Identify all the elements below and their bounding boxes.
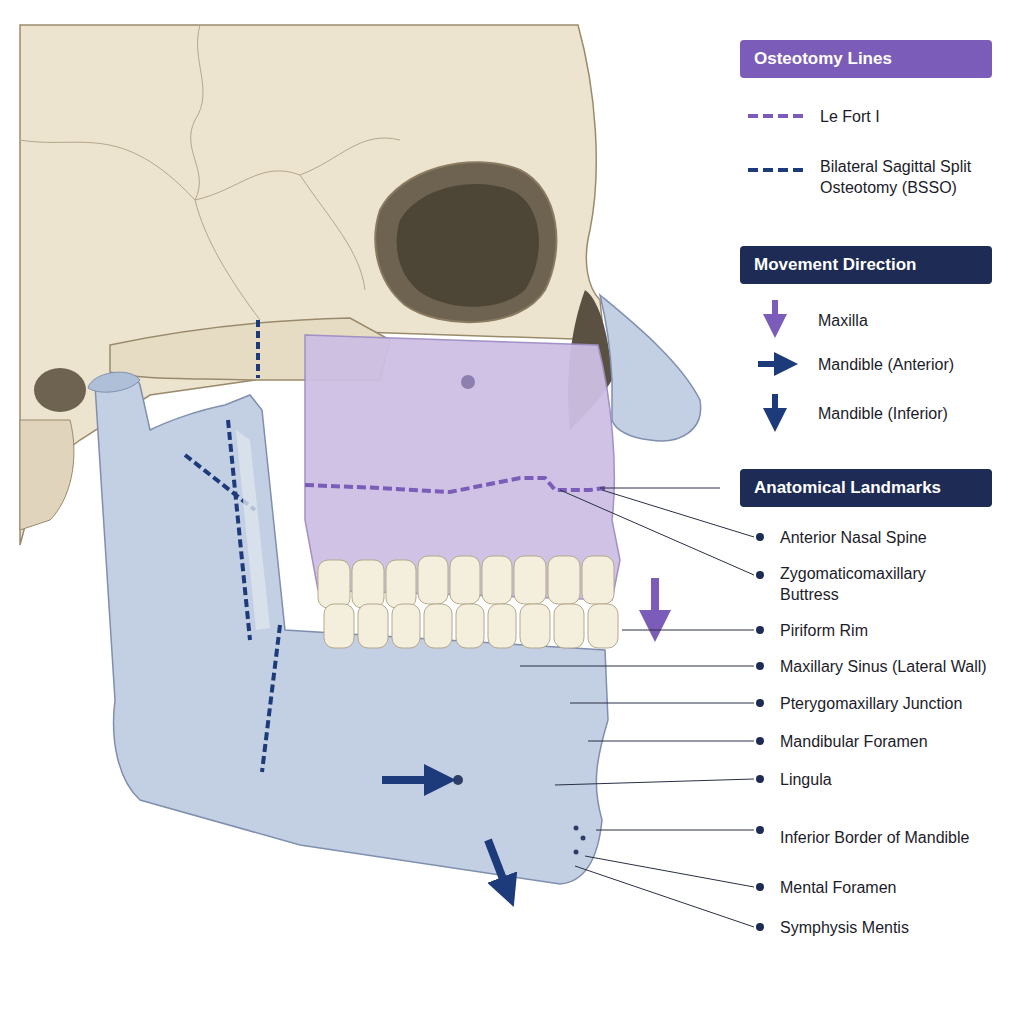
header-text: Anatomical Landmarks — [740, 478, 955, 498]
foramen-dot — [574, 850, 579, 855]
lower-tooth — [358, 604, 388, 648]
lower-tooth — [324, 604, 354, 648]
nose — [600, 295, 701, 441]
upper-tooth — [386, 560, 416, 608]
landmark-label: Symphysis Mentis — [780, 917, 1018, 938]
foramen-dot — [574, 826, 579, 831]
legend-header: Anatomical Landmarks — [740, 469, 992, 507]
landmark-label: Maxillary Sinus (Lateral Wall) — [780, 656, 1018, 677]
landmark-label: Lingula — [780, 769, 1018, 790]
lower-tooth — [554, 604, 584, 648]
landmark-label: Pterygomaxillary Junction — [780, 693, 1018, 714]
mandible-anterior-arrow — [382, 776, 440, 784]
legend-sample-inferior-arrow — [772, 394, 778, 420]
lower-tooth — [488, 604, 516, 648]
upper-tooth — [582, 556, 614, 604]
legend-header: Osteotomy Lines — [740, 40, 992, 78]
lower-tooth — [520, 604, 550, 648]
lower-tooth — [588, 604, 618, 648]
split-surface — [236, 430, 270, 630]
lower-tooth — [456, 604, 484, 648]
legend-text: Bilateral Sagittal Split Osteotomy (BSSO… — [820, 156, 1010, 198]
zygomatic-osteotomy — [256, 320, 260, 378]
header-text: Movement Direction — [740, 255, 930, 275]
ear-canal — [34, 368, 86, 412]
landmark-label: Zygomaticomaxillary Buttress — [780, 563, 980, 605]
upper-tooth — [450, 556, 480, 604]
landmark-dots — [756, 533, 764, 931]
leader-lines — [520, 488, 754, 927]
teeth — [318, 556, 618, 648]
landmark-label: Anterior Nasal Spine — [780, 527, 1018, 548]
orbit — [375, 162, 556, 322]
landmark-label: Mandibular Foramen — [780, 731, 1018, 752]
legend-sample-maxilla-arrow — [772, 300, 778, 326]
legend-text: Le Fort I — [820, 106, 1010, 127]
infraorbital-foramen — [461, 375, 475, 389]
orbit-inner — [397, 184, 539, 307]
upper-tooth — [318, 560, 350, 608]
mandible — [95, 374, 608, 884]
header-text: Osteotomy Lines — [740, 49, 906, 69]
legend-sample-le-fort — [748, 114, 806, 118]
lower-tooth — [424, 604, 452, 648]
landmark-label: Inferior Border of Mandible — [780, 827, 980, 848]
lower-tooth — [392, 604, 420, 648]
le-fort-line — [305, 478, 605, 492]
suture — [20, 25, 400, 320]
condyle — [88, 372, 140, 392]
upper-tooth — [352, 560, 384, 608]
upper-tooth — [482, 556, 512, 604]
upper-tooth — [514, 556, 546, 604]
upper-tooth — [418, 556, 448, 604]
foramen-dot — [581, 836, 586, 841]
landmark-label: Piriform Rim — [780, 620, 1018, 641]
mandibular-foramen — [453, 775, 463, 785]
legend-text: Mandible (Inferior) — [818, 403, 1008, 424]
legend-text: Mandible (Anterior) — [818, 354, 1008, 375]
legend-sample-anterior-arrow — [758, 361, 786, 367]
landmark-label: Mental Foramen — [780, 877, 1018, 898]
upper-tooth — [548, 556, 580, 604]
legend-header: Movement Direction — [740, 246, 992, 284]
legend-sample-bsso — [748, 168, 806, 172]
bsso-line — [262, 625, 280, 772]
legend-text: Maxilla — [818, 310, 1008, 331]
mastoid — [20, 420, 74, 530]
maxilla-arrow — [651, 578, 659, 626]
mandible-inferior-arrow — [488, 840, 508, 892]
